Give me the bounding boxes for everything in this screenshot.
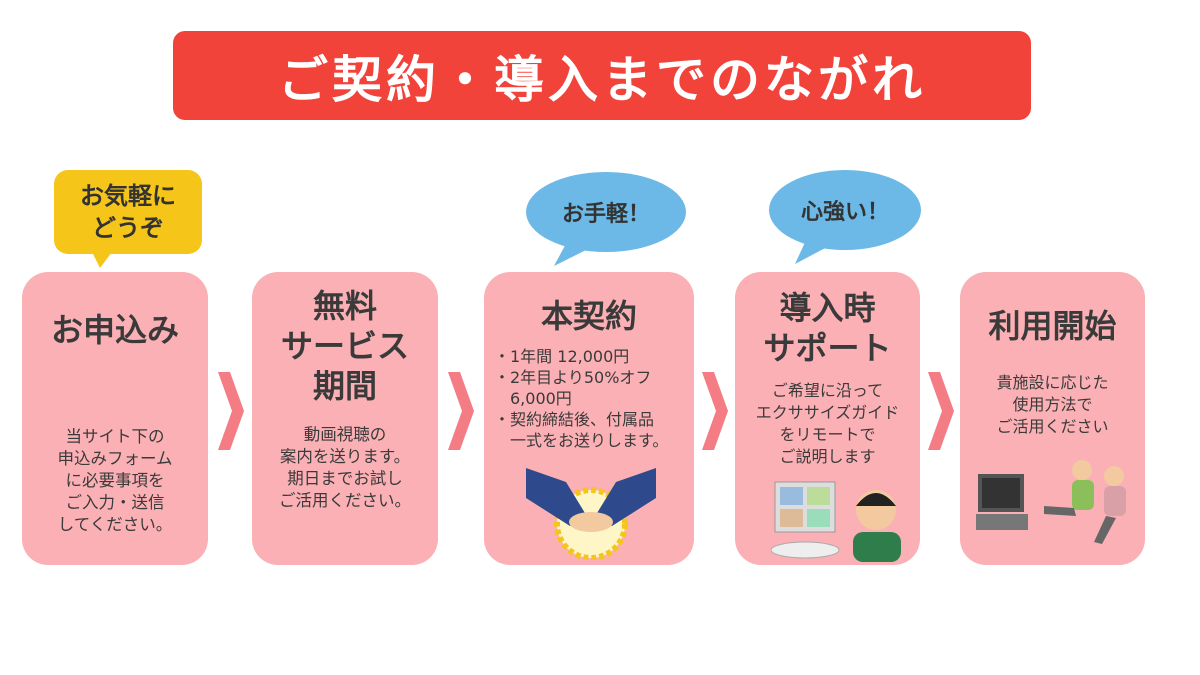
step-heading: 期間 bbox=[312, 367, 377, 405]
step-text: 動画視聴の bbox=[303, 425, 387, 444]
bubble-shape-icon bbox=[769, 170, 921, 264]
step-text: 案内を送ります。 bbox=[279, 447, 411, 466]
step-text: ・2年目より50%オフ bbox=[494, 368, 652, 387]
step-text: 当サイト下の bbox=[65, 427, 165, 446]
step-card-support: 導入時 サポート ご希望に沿って エクササイズガイド をリモートで ご説明します bbox=[735, 272, 920, 565]
elderly-exercise-illustration bbox=[976, 460, 1126, 544]
step-text: ・契約締結後、付属品 bbox=[494, 410, 655, 429]
step-heading: サービス bbox=[280, 327, 409, 365]
step-text: ご活用ください bbox=[996, 417, 1109, 436]
step-card-free-trial: 無料 サービス 期間 動画視聴の 案内を送ります。 期日までお試し ご活用くださ… bbox=[252, 272, 438, 565]
step-text: 6,000円 bbox=[494, 389, 572, 408]
step-text: ご入力・送信 bbox=[65, 493, 165, 512]
step-text: 使用方法で bbox=[1012, 395, 1093, 414]
step-text: に必要事項を bbox=[65, 471, 165, 490]
step-heading: 導入時 bbox=[779, 289, 876, 327]
step-card-contract: 本契約 ・1年間 12,000円 ・2年目より50%オフ 6,000円 ・契約締… bbox=[484, 272, 694, 565]
step-text: 期日までお試し bbox=[287, 469, 403, 488]
step-heading: 本契約 bbox=[540, 297, 637, 335]
chevron-right-icon bbox=[218, 372, 244, 450]
step-text: エクササイズガイド bbox=[755, 403, 900, 422]
step-heading: 無料 bbox=[312, 287, 377, 325]
step-text: をリモートで bbox=[779, 425, 876, 444]
step-card-application: お申込み 当サイト下の 申込みフォーム に必要事項を ご入力・送信 してください… bbox=[22, 272, 208, 565]
step-heading: お申込み bbox=[50, 311, 179, 349]
step-heading: 利用開始 bbox=[988, 307, 1117, 345]
handshake-illustration bbox=[526, 468, 656, 560]
video-call-illustration bbox=[771, 481, 901, 562]
step-text: 一式をお送りします。 bbox=[494, 431, 669, 450]
step-text: ご希望に沿って bbox=[771, 381, 884, 400]
step-text: ご説明します bbox=[779, 447, 876, 466]
step-text: してください。 bbox=[57, 515, 173, 534]
bubble-shape-icon bbox=[54, 170, 202, 268]
bubble-shape-icon bbox=[526, 172, 686, 266]
step-card-start-use: 利用開始 貴施設に応じた 使用方法で ご活用ください bbox=[960, 272, 1145, 565]
chevron-right-icon bbox=[702, 372, 728, 450]
chevron-right-icon bbox=[448, 372, 474, 450]
step-text: 申込みフォーム bbox=[57, 449, 173, 468]
page-title: ご契約・導入までのながれ bbox=[173, 31, 1031, 120]
step-text: ご活用ください。 bbox=[279, 491, 411, 510]
step-heading: サポート bbox=[763, 329, 892, 367]
step-text: 貴施設に応じた bbox=[996, 373, 1109, 392]
step-text: ・1年間 12,000円 bbox=[494, 347, 630, 366]
chevron-right-icon bbox=[928, 372, 954, 450]
